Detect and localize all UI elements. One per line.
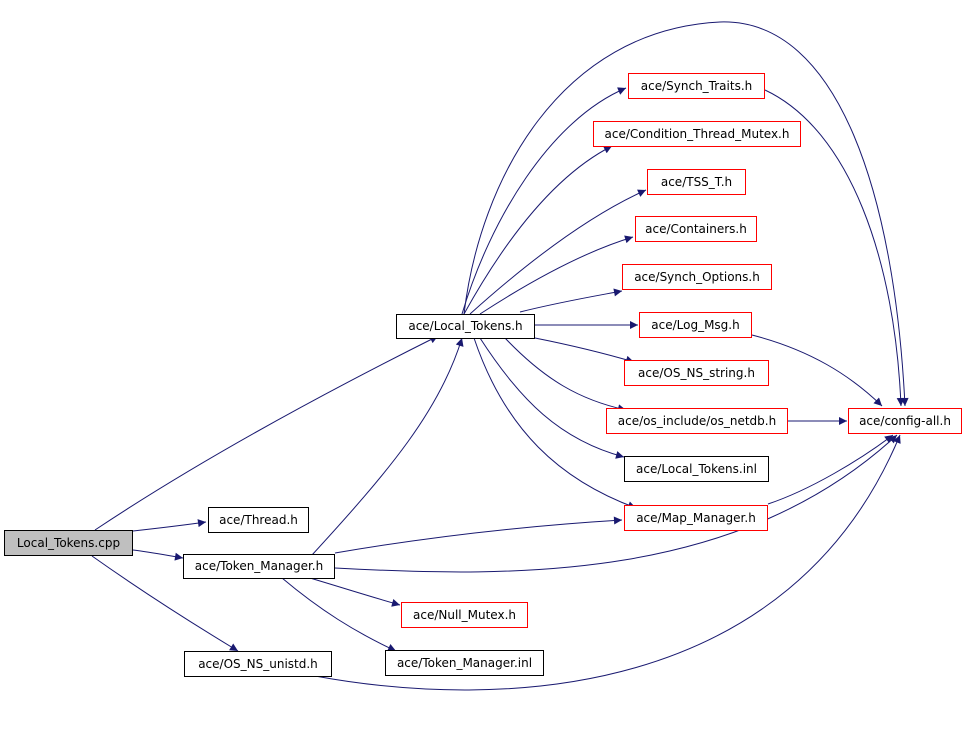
- edge-tmh-null-mutex: [309, 577, 401, 607]
- node-local-tokens-inl[interactable]: ace/Local_Tokens.inl: [624, 456, 769, 482]
- edge-cpp-os-ns-unistd-h: [91, 555, 239, 652]
- node-synch-traits-h[interactable]: ace/Synch_Traits.h: [628, 73, 765, 99]
- node-token-manager-h[interactable]: ace/Token_Manager.h: [183, 554, 335, 579]
- edge-log-msg-config-all: [751, 334, 883, 407]
- node-synch-options-h[interactable]: ace/Synch_Options.h: [622, 264, 772, 290]
- edge-lth-tss-t: [469, 189, 647, 315]
- node-log-msg-h[interactable]: ace/Log_Msg.h: [639, 312, 752, 338]
- edge-lth-config-all: [463, 21, 909, 407]
- edge-lth-local-tokens-inl: [479, 337, 625, 459]
- node-null-mutex-h[interactable]: ace/Null_Mutex.h: [401, 602, 528, 628]
- edge-lth-map-manager: [473, 337, 637, 509]
- edge-synch-traits-config-all: [764, 89, 905, 407]
- edge-tmh-map-manager: [334, 516, 623, 554]
- edge-lth-synch-options: [519, 288, 623, 313]
- node-config-all-h[interactable]: ace/config-all.h: [848, 408, 962, 434]
- node-tss-t-h[interactable]: ace/TSS_T.h: [647, 169, 746, 195]
- edge-lth-os-netdb: [504, 337, 627, 413]
- edge-cpp-local-tokens-h: [94, 335, 439, 531]
- edge-cpp-thread-h: [132, 519, 207, 532]
- edge-tmh-local-tokens-h: [311, 337, 464, 556]
- edge-lth-condition-mutex: [463, 145, 613, 315]
- edge-lth-containers: [479, 235, 634, 315]
- edge-tmh-token-manager-inl: [281, 577, 397, 652]
- node-thread-h[interactable]: ace/Thread.h: [208, 507, 309, 533]
- edge-map-manager-config-all: [767, 434, 894, 505]
- node-containers-h[interactable]: ace/Containers.h: [635, 216, 757, 242]
- edge-cpp-token-manager-h: [132, 549, 184, 561]
- node-local-tokens-h[interactable]: ace/Local_Tokens.h: [396, 314, 535, 339]
- edge-unistd-config-all: [314, 434, 901, 691]
- node-condition-thread-mutex-h[interactable]: ace/Condition_Thread_Mutex.h: [593, 121, 801, 147]
- edge-lth-os-ns-string: [534, 337, 635, 364]
- node-os-ns-string-h[interactable]: ace/OS_NS_string.h: [624, 360, 769, 386]
- edge-lth-synch-traits: [461, 87, 627, 315]
- node-os-ns-unistd-h[interactable]: ace/OS_NS_unistd.h: [184, 651, 332, 677]
- node-local-tokens-cpp: Local_Tokens.cpp: [4, 530, 133, 556]
- edge-tmh-config-all: [334, 434, 898, 573]
- node-map-manager-h[interactable]: ace/Map_Manager.h: [624, 505, 768, 531]
- node-token-manager-inl[interactable]: ace/Token_Manager.inl: [385, 650, 544, 676]
- node-os-include-os-netdb-h[interactable]: ace/os_include/os_netdb.h: [606, 408, 788, 434]
